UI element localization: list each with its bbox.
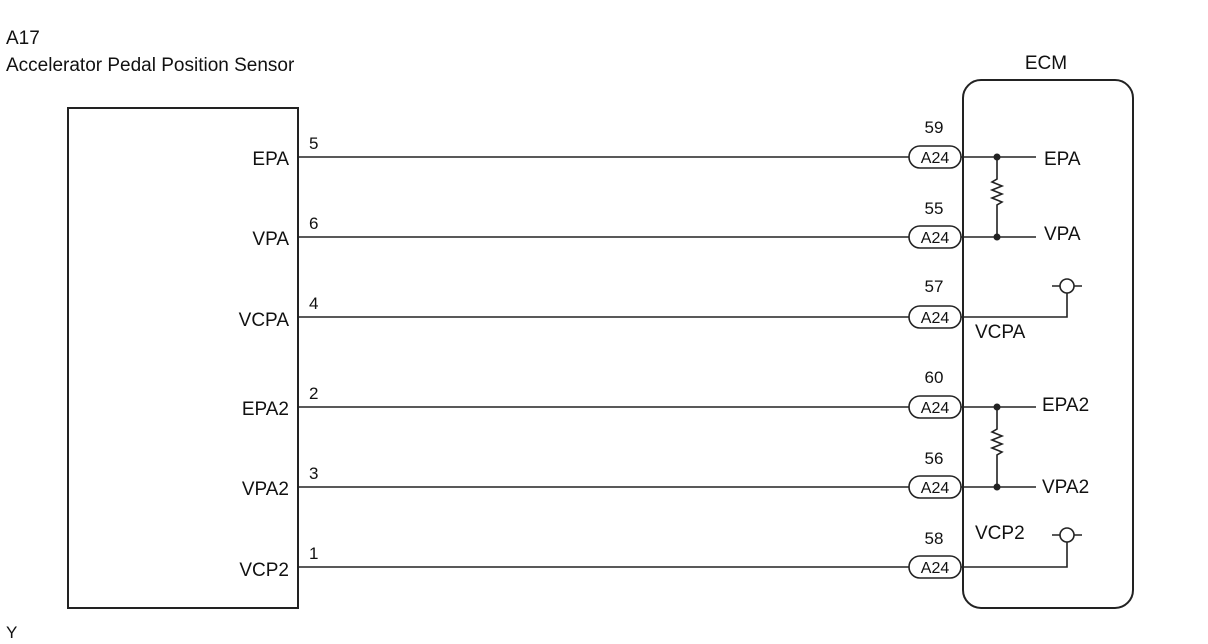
ecm-terminal-label: VPA [1044,224,1081,245]
resistor-symbol [989,157,1005,237]
connector-code: A24 [921,400,950,417]
ecm-terminal-label: EPA2 [1042,395,1089,416]
footer-mark: Y [6,623,17,642]
sensor-terminal-label: VCPA [239,310,290,331]
connector-code: A24 [921,230,950,247]
power-supply-icon [1059,527,1075,543]
sensor-pin-number: 6 [309,214,318,233]
connector-code: A24 [921,560,950,577]
ecm-terminal-label: VCP2 [975,523,1025,544]
ecm-internal-epa2-vpa2: EPA2 VPA2 [961,395,1089,498]
sensor-terminal-label: VCP2 [239,560,289,581]
sensor-code: A17 [6,28,40,49]
sensor-pin-number: 2 [309,384,318,403]
sensor-terminal-label: EPA2 [242,399,289,420]
sensor-pin-number: 1 [309,544,318,563]
ecm-internal-vcp2: VCP2 [961,523,1082,568]
sensor-pin-number: 5 [309,134,318,153]
power-supply-icon [1059,278,1075,294]
sensor-terminal-label: VPA [252,229,289,250]
ecm-terminal-label: EPA [1044,149,1081,170]
sensor-name: Accelerator Pedal Position Sensor [6,55,295,76]
ecm-internal-vcpa: VCPA [961,278,1082,343]
ecm-terminal-label: VPA2 [1042,477,1089,498]
ecm-pin-number: 58 [925,529,944,548]
sensor-pin-number: 3 [309,464,318,483]
ecm-box [962,79,1134,609]
ecm-pin-number: 55 [925,199,944,218]
ecm-pin-number: 56 [925,449,944,468]
ecm-terminal-label: VCPA [975,322,1026,343]
connector-code: A24 [921,480,950,497]
sensor-terminal-label: VPA2 [242,479,289,500]
sensor-box [67,107,299,609]
ecm-internal-epa-vpa: EPA VPA [961,149,1081,245]
ecm-pin-number: 60 [925,368,944,387]
circuit-row: VCP2 1 58 A24 [239,529,962,581]
circuit-row: VPA 6 55 A24 [252,199,962,250]
ecm-label: ECM [1025,53,1067,74]
ecm-pin-number: 57 [925,277,944,296]
circuit-row: EPA 5 59 A24 [252,118,962,170]
sensor-terminal-label: EPA [252,149,289,170]
circuit-row: EPA2 2 60 A24 [242,368,962,420]
connector-code: A24 [921,150,950,167]
resistor-symbol [989,407,1005,487]
sensor-pin-number: 4 [309,294,318,313]
circuit-row: VPA2 3 56 A24 [242,449,962,500]
connector-code: A24 [921,310,950,327]
circuit-row: VCPA 4 57 A24 [239,277,962,331]
ecm-pin-number: 59 [925,118,944,137]
